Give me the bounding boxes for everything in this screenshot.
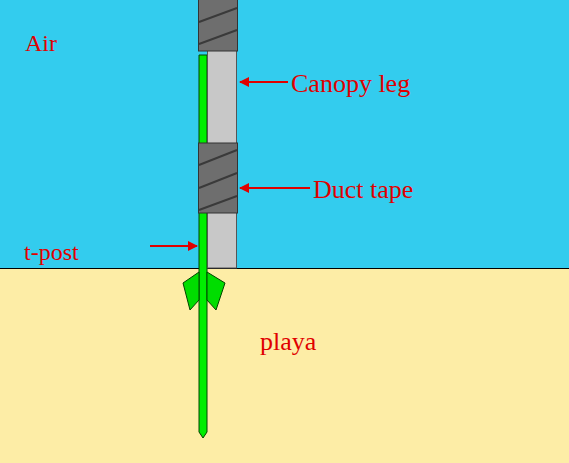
- leader-arrow: [240, 187, 310, 189]
- playa-region: [0, 268, 569, 463]
- anchor-fin: [207, 272, 225, 310]
- region-label: Air: [25, 30, 57, 56]
- part-label: t-post: [24, 239, 79, 265]
- region-label: playa: [260, 328, 316, 357]
- t-post: [199, 55, 207, 438]
- anchor-fin: [183, 272, 199, 310]
- leader-arrow: [240, 81, 288, 83]
- part-label: Duct tape: [313, 176, 413, 205]
- leader-arrow: [150, 245, 197, 247]
- duct-tape: [199, 0, 238, 213]
- air-region: [0, 0, 569, 268]
- ground-line: [0, 268, 569, 269]
- part-label: Canopy leg: [291, 70, 410, 99]
